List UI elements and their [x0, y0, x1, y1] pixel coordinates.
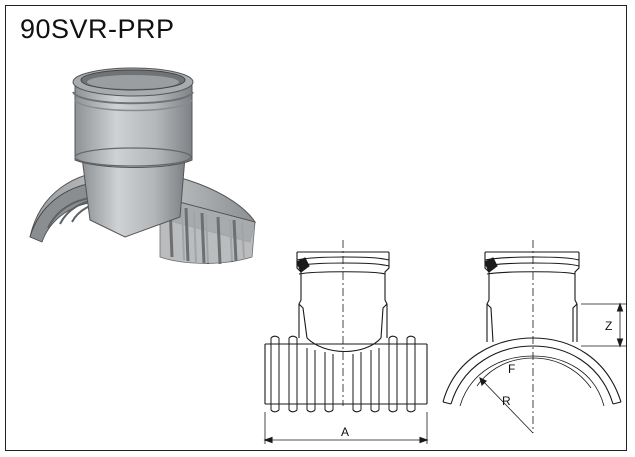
dimension-r-label: R	[502, 394, 511, 408]
dimension-a-label: A	[341, 425, 349, 439]
socket	[74, 81, 193, 168]
side-view	[442, 240, 627, 434]
front-view	[263, 240, 429, 444]
product-photo	[29, 67, 257, 265]
product-title: 90SVR-PRP	[20, 14, 175, 44]
dimension-z-label: Z	[605, 319, 612, 333]
technical-drawing: A Z F R	[263, 240, 627, 444]
dimension-f-label: F	[508, 362, 515, 376]
